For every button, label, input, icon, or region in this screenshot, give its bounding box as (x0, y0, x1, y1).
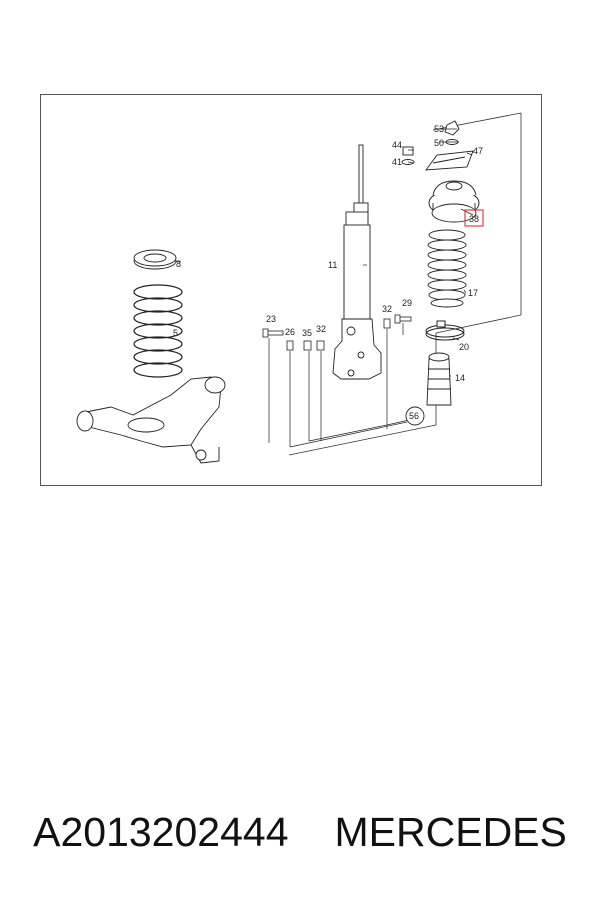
group-callout-56: 56 (405, 406, 425, 426)
label-50: 50 (434, 138, 444, 148)
shock-absorber (332, 144, 382, 380)
label-53: 53 (434, 124, 444, 134)
spring-pad (133, 249, 177, 270)
bump-stop (427, 229, 467, 308)
label-35: 35 (302, 328, 312, 338)
label-32-right: 32 (382, 304, 392, 314)
product-caption: A2013202444 MERCEDES (0, 800, 600, 864)
label-5: 5 (173, 328, 178, 338)
control-arm (76, 376, 226, 464)
label-32-left: 32 (316, 324, 326, 334)
coil-spring (133, 284, 183, 378)
parts-diagram: 53 50 47 44 41 38 11 8 5 17 23 26 35 32 … (40, 94, 542, 486)
label-20: 20 (459, 342, 469, 352)
label-41: 41 (392, 157, 402, 167)
leader-lines (175, 128, 474, 448)
rubber-buffer (426, 352, 452, 406)
label-17: 17 (468, 288, 478, 298)
part-number: A2013202444 (33, 808, 289, 855)
label-38: 38 (469, 214, 479, 224)
highlighted-part-38: 38 (464, 209, 484, 227)
label-44: 44 (392, 140, 402, 150)
hose-clamp (425, 320, 465, 341)
label-11: 11 (328, 260, 337, 270)
label-8: 8 (176, 259, 181, 269)
label-26: 26 (285, 327, 295, 337)
strut-mount-assembly (401, 120, 480, 223)
panel-outline (288, 112, 522, 456)
label-47: 47 (473, 146, 483, 156)
label-29: 29 (402, 298, 412, 308)
bolts-and-nuts (262, 314, 412, 351)
label-56: 56 (409, 411, 419, 421)
label-14: 14 (455, 373, 465, 383)
callout-labels: 53 50 47 44 41 38 11 8 5 17 23 26 35 32 … (173, 124, 484, 426)
label-23: 23 (266, 314, 276, 324)
exploded-view-drawing: 53 50 47 44 41 38 11 8 5 17 23 26 35 32 … (76, 112, 522, 464)
brand-name: MERCEDES (334, 808, 567, 855)
